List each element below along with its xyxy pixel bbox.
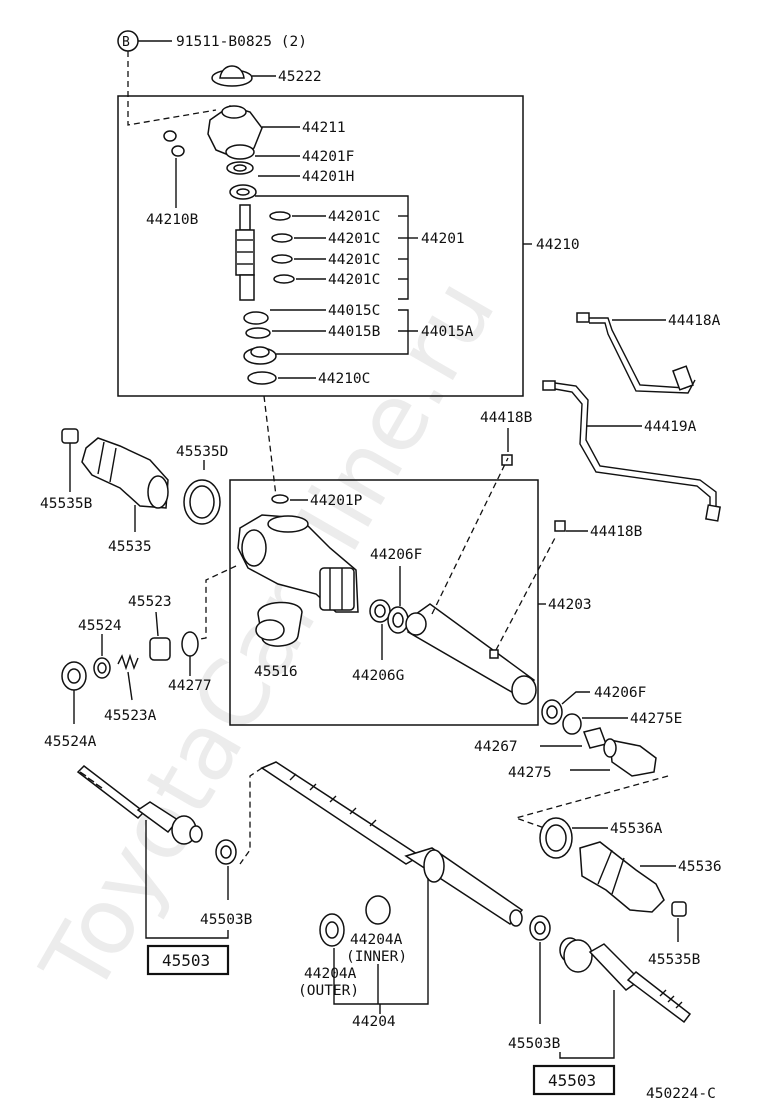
control-valve-shaft xyxy=(235,204,255,301)
label-inner: (INNER) xyxy=(346,949,407,965)
label-44015A: 44015A xyxy=(421,324,474,340)
label-45523: 45523 xyxy=(128,594,172,610)
label-44015C: 44015C xyxy=(328,303,380,319)
label-45536A: 45536A xyxy=(610,821,663,837)
cylinder-tube-part: 44203 xyxy=(405,457,592,705)
label-45535B-2: 45535B xyxy=(648,952,701,968)
label-bolt: 91511-B0825 (2) xyxy=(176,34,307,50)
label-44211: 44211 xyxy=(302,120,346,136)
label-44418B-1: 44418B xyxy=(480,410,533,426)
bolt-callout: B 91511-B0825 (2) xyxy=(117,30,307,126)
label-44210C: 44210C xyxy=(318,371,370,387)
label-44419A: 44419A xyxy=(644,419,697,435)
diagram-code: 450224-C xyxy=(646,1086,716,1102)
label-44015B: 44015B xyxy=(328,324,381,340)
valve-assembly-box xyxy=(117,95,524,397)
label-44201H: 44201H xyxy=(302,169,354,185)
dust-cover-part: 45222 xyxy=(211,65,322,87)
housing-assembly-box xyxy=(229,479,539,726)
pressure-tube-a: 44418A xyxy=(576,312,721,394)
label-44201C-1: 44201C xyxy=(328,209,380,225)
sleeve-part: 45516 xyxy=(254,601,303,680)
label-44204: 44204 xyxy=(352,1014,396,1030)
label-45524: 45524 xyxy=(78,618,122,634)
label-44210: 44210 xyxy=(536,237,580,253)
label-45524A: 45524A xyxy=(44,734,97,750)
label-45535D: 45535D xyxy=(176,444,228,460)
label-45503-2: 45503 xyxy=(548,1071,596,1090)
label-44204A-inner: 44204A xyxy=(350,932,403,948)
label-45523A: 45523A xyxy=(104,708,157,724)
left-boot-part: 45535B 45535 45535D xyxy=(40,428,228,555)
label-45516: 45516 xyxy=(254,664,298,680)
label-44201C-4: 44201C xyxy=(328,272,380,288)
valve-housing-part: 44211 xyxy=(207,105,346,160)
teflon-rings: 44201C 44201C 44201C 44201C 44201 xyxy=(255,195,465,300)
label-45535B-1: 45535B xyxy=(40,496,93,512)
label-44203: 44203 xyxy=(548,597,592,613)
label-45222: 45222 xyxy=(278,69,322,85)
right-tie-rod-kit-box xyxy=(532,1064,616,1096)
label-44275: 44275 xyxy=(508,765,552,781)
oil-seal-parts: 44015C 44015B 44015A 44210C xyxy=(243,303,474,387)
right-seal-parts: 44206F 44275E 44267 44275 xyxy=(474,685,682,781)
label-44206G: 44206G xyxy=(352,668,404,684)
label-44267: 44267 xyxy=(474,739,518,755)
circle-b-label: B xyxy=(122,35,130,50)
label-44277: 44277 xyxy=(168,678,212,694)
label-44201F: 44201F xyxy=(302,149,354,165)
rack-bushing-parts: 44204A (INNER) 44204A (OUTER) 44204 xyxy=(298,878,429,1030)
label-44418A: 44418A xyxy=(668,313,721,329)
label-44201P: 44201P xyxy=(310,493,363,509)
label-45536: 45536 xyxy=(678,859,722,875)
left-tie-rod-kit-box xyxy=(146,944,230,976)
bushing-parts: 44206F 44206G xyxy=(352,547,422,684)
label-44275E: 44275E xyxy=(630,711,682,727)
label-44201C-3: 44201C xyxy=(328,252,380,268)
right-tie-rod-part: 45503B 45503 xyxy=(508,915,692,1096)
left-tie-rod-part: 45503B 45503 xyxy=(76,765,253,976)
label-outer: (OUTER) xyxy=(298,983,359,999)
label-44201C-2: 44201C xyxy=(328,231,380,247)
label-44206F-1: 44206F xyxy=(370,547,422,563)
rack-housing-part: 44201P xyxy=(193,493,363,641)
steering-rack-part xyxy=(239,761,524,927)
pressure-tube-b: 44419A xyxy=(542,380,721,522)
plug-part: 44210B xyxy=(146,130,199,228)
label-44206F-2: 44206F xyxy=(594,685,646,701)
label-45503B-2: 45503B xyxy=(508,1036,561,1052)
label-44418B-2: 44418B xyxy=(590,524,643,540)
label-45535: 45535 xyxy=(108,539,152,555)
right-boot-part: 45536A 45536 45535B xyxy=(539,817,722,968)
bearing-seal-parts: 44201F 44201H xyxy=(226,149,354,200)
label-44201: 44201 xyxy=(421,231,465,247)
label-45503B-1: 45503B xyxy=(200,912,253,928)
label-44210B: 44210B xyxy=(146,212,199,228)
rack-guide-parts: 45524A 45524 45523A 45523 44277 xyxy=(44,594,212,750)
label-44204A-outer: 44204A xyxy=(304,966,357,982)
label-45503-1: 45503 xyxy=(162,951,210,970)
